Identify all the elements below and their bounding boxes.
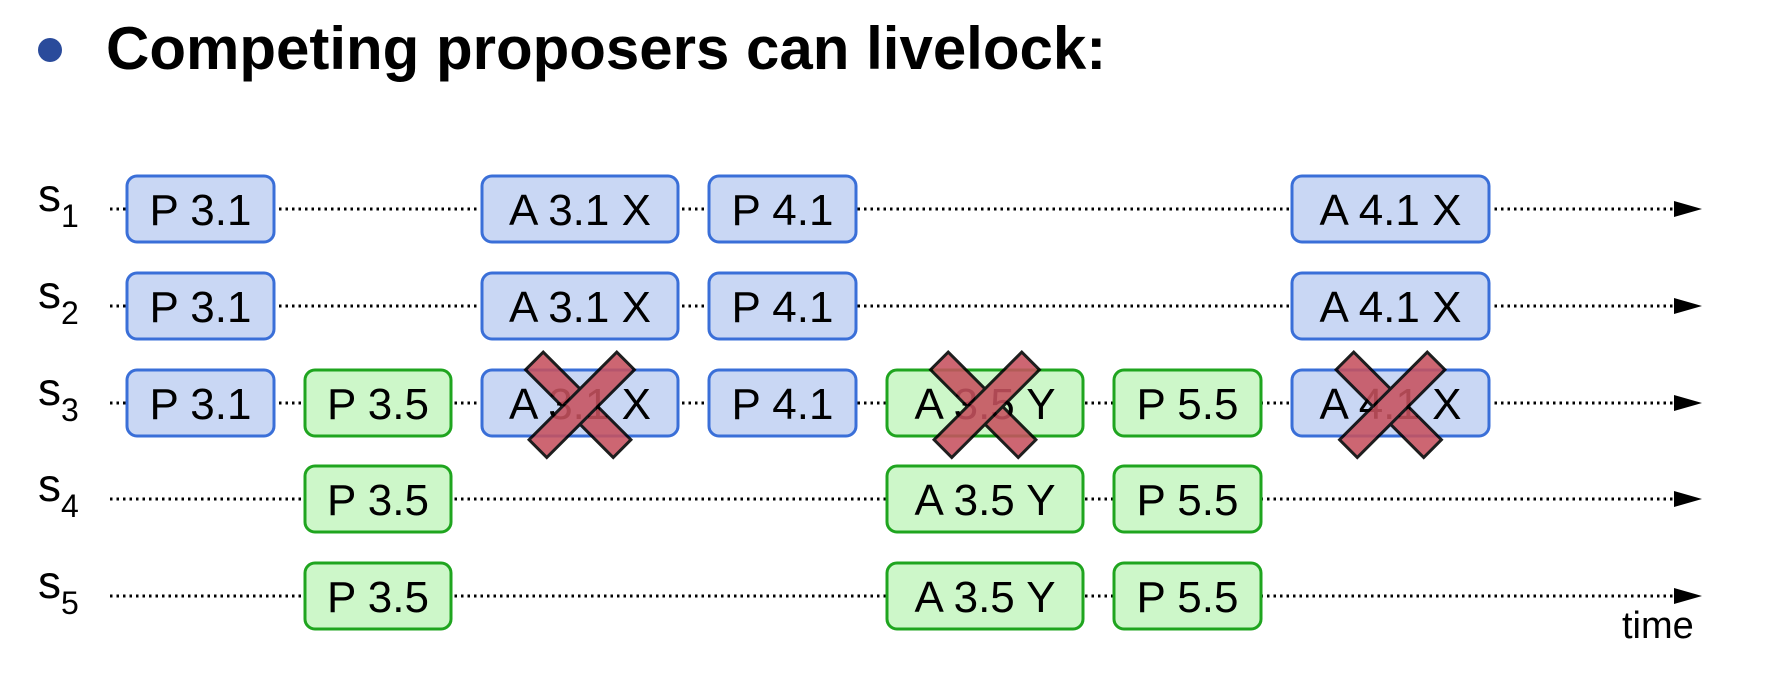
message-box: A 4.1 X: [1290, 271, 1491, 341]
message-label: P 3.5: [327, 380, 429, 429]
server-label: s4: [38, 459, 79, 524]
message-label: A 3.5 Y: [914, 573, 1055, 622]
message-label: P 5.5: [1137, 476, 1239, 525]
server-label: s1: [38, 169, 79, 234]
message-box: A 3.5 Y: [885, 464, 1085, 534]
message-box-rect: [480, 174, 680, 244]
time-label: time: [1622, 605, 1694, 647]
message-label: A 4.1 X: [1320, 186, 1462, 235]
slide-title: Competing proposers can livelock:: [106, 15, 1107, 82]
message-box-rect: [1290, 271, 1491, 341]
message-label: A 3.1 X: [509, 186, 651, 235]
message-label: P 4.1: [732, 186, 834, 235]
message-label: A 4.1 X: [1320, 283, 1462, 332]
message-box: A 3.5 Y: [885, 561, 1085, 631]
message-box: P 3.5: [303, 368, 453, 438]
message-box: P 4.1: [707, 271, 858, 341]
message-box-rect: [707, 174, 858, 244]
message-label: P 3.1: [150, 380, 252, 429]
message-box-rect: [1290, 174, 1491, 244]
message-label: P 5.5: [1137, 380, 1239, 429]
message-box-rect: [707, 271, 858, 341]
reject-cross-icon: [523, 349, 637, 460]
message-box-rect: [125, 174, 276, 244]
message-label: P 4.1: [732, 380, 834, 429]
message-box: P 3.1: [125, 271, 276, 341]
reject-cross-icon: [928, 349, 1042, 460]
bullet-icon: [38, 38, 62, 62]
timeline-arrow-icon: [1674, 395, 1702, 411]
message-box: P 3.5: [303, 464, 453, 534]
message-box: P 3.1: [125, 174, 276, 244]
message-box-rect: [885, 561, 1085, 631]
message-box-rect: [303, 561, 453, 631]
message-box-rect: [303, 464, 453, 534]
message-box-rect: [707, 368, 858, 438]
timeline-arrow-icon: [1674, 298, 1702, 314]
message-box: P 4.1: [707, 174, 858, 244]
message-label: P 3.5: [327, 476, 429, 525]
message-box: P 3.5: [303, 561, 453, 631]
message-label: P 3.1: [150, 186, 252, 235]
message-box: A 3.1 X: [480, 271, 680, 341]
message-label: P 3.1: [150, 283, 252, 332]
server-label: s3: [38, 363, 79, 428]
message-box: P 5.5: [1112, 561, 1263, 631]
message-box: A 3.1 X: [480, 174, 680, 244]
message-box: P 4.1: [707, 368, 858, 438]
timeline-arrow-icon: [1674, 588, 1702, 604]
message-box-rect: [125, 368, 276, 438]
message-label: A 3.1 X: [509, 283, 651, 332]
message-box-rect: [1112, 561, 1263, 631]
message-box-rect: [1112, 368, 1263, 438]
reject-cross-icon: [1333, 349, 1448, 460]
message-label: P 3.5: [327, 573, 429, 622]
message-box-rect: [480, 271, 680, 341]
message-label: P 5.5: [1137, 573, 1239, 622]
message-box-rect: [885, 464, 1085, 534]
message-box: P 5.5: [1112, 368, 1263, 438]
message-box-rect: [303, 368, 453, 438]
server-label: s5: [38, 556, 79, 621]
timeline-arrow-icon: [1674, 201, 1702, 217]
message-box: A 4.1 X: [1290, 174, 1491, 244]
message-label: P 4.1: [732, 283, 834, 332]
timeline-arrow-icon: [1674, 491, 1702, 507]
message-box-rect: [125, 271, 276, 341]
message-box: P 3.1: [125, 368, 276, 438]
message-box: P 5.5: [1112, 464, 1263, 534]
message-box-rect: [1112, 464, 1263, 534]
server-label: s2: [38, 266, 79, 331]
message-label: A 3.5 Y: [914, 476, 1055, 525]
